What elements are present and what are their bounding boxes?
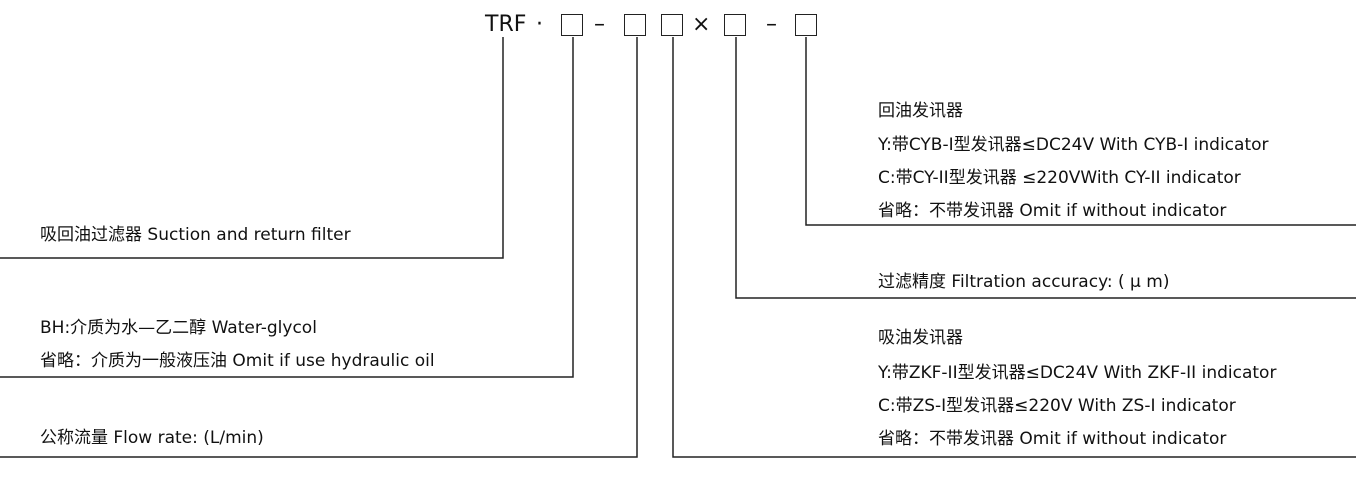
leader-return-indicator xyxy=(805,37,1356,226)
leader-flow-rate xyxy=(0,37,638,458)
label-return-indicator-c: C:带CY-II型发讯器 ≤220VWith CY-II indicator xyxy=(878,168,1241,188)
leader-suction-return-filter xyxy=(0,37,504,259)
model-code-times: × xyxy=(692,12,711,37)
code-box-filtration-accuracy xyxy=(724,14,746,36)
model-code-dash: – xyxy=(766,12,777,37)
model-code-dash: – xyxy=(594,12,605,37)
label-return-indicator-omit: 省略：不带发讯器 Omit if without indicator xyxy=(878,201,1227,221)
code-box-suction-indicator xyxy=(661,14,683,36)
label-suction-indicator-title: 吸油发讯器 xyxy=(878,328,963,348)
label-suction-indicator-c: C:带ZS-I型发讯器≤220V With ZS-I indicator xyxy=(878,396,1236,416)
label-suction-indicator-omit: 省略：不带发讯器 Omit if without indicator xyxy=(878,429,1227,449)
label-medium-water-glycol: BH:介质为水—乙二醇 Water-glycol xyxy=(40,318,317,338)
leader-medium xyxy=(0,37,574,378)
leader-filtration-accuracy xyxy=(735,37,1356,299)
leader-suction-indicator xyxy=(672,37,1356,458)
label-medium-hydraulic-oil: 省略：介质为一般液压油 Omit if use hydraulic oil xyxy=(40,351,435,371)
label-return-indicator-y: Y:带CYB-I型发讯器≤DC24V With CYB-I indicator xyxy=(878,135,1269,155)
label-filtration-accuracy: 过滤精度 Filtration accuracy: ( μ m) xyxy=(878,272,1170,292)
code-box-flow-rate xyxy=(624,14,646,36)
model-code-prefix: TRF xyxy=(485,12,527,37)
model-code-dot: · xyxy=(536,12,543,37)
label-suction-return-filter: 吸回油过滤器 Suction and return filter xyxy=(40,225,351,245)
label-return-indicator-title: 回油发讯器 xyxy=(878,101,963,121)
code-box-return-indicator xyxy=(795,14,817,36)
label-flow-rate: 公称流量 Flow rate: (L/min) xyxy=(40,428,264,448)
label-suction-indicator-y: Y:带ZKF-II型发讯器≤DC24V With ZKF-II indicato… xyxy=(878,363,1277,383)
code-box-medium xyxy=(561,14,583,36)
